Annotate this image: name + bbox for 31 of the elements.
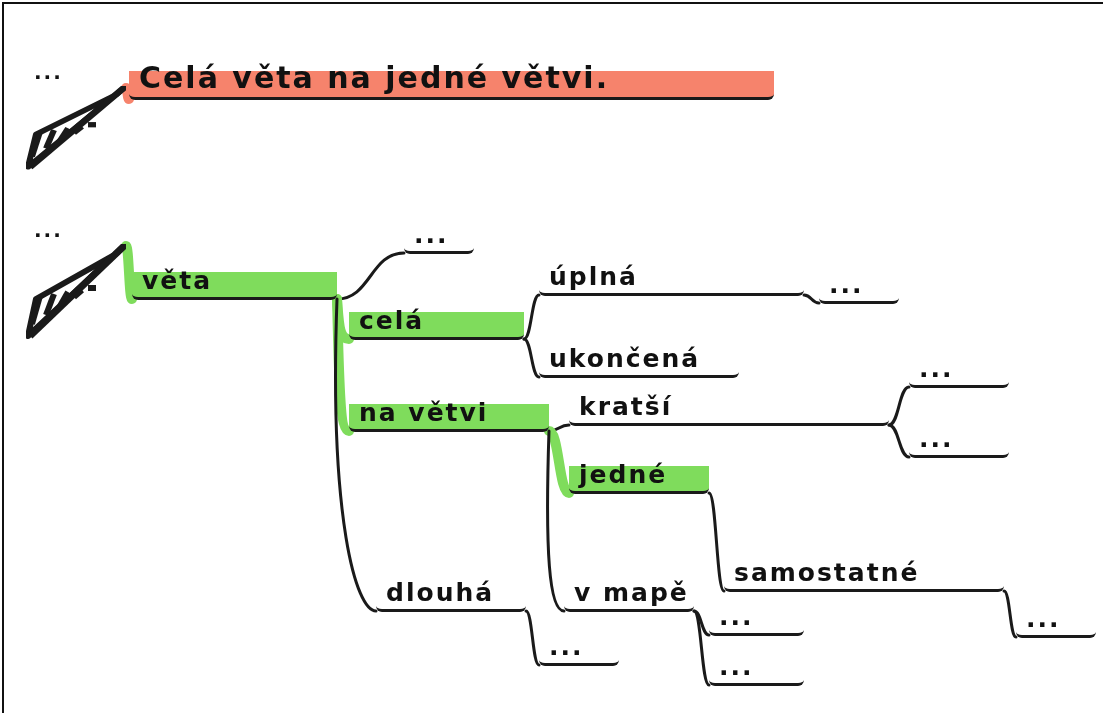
branch-label: ... [539,630,619,666]
branch-line [522,337,541,379]
branch-line [707,491,726,593]
branch-line [546,429,566,613]
branch-label: kratší [569,384,889,426]
branch-label: ukončená [539,336,739,378]
branch-line [121,241,137,304]
branch-line [802,293,821,305]
branch-label: ... [909,352,1009,388]
branch-line [887,423,911,459]
branch-label: v mapě [564,570,694,612]
branch-line [332,294,354,436]
branch-line [1002,589,1018,639]
branch-line [524,609,541,667]
branch-label: ... [709,600,804,636]
branch-label: samostatné [724,550,1004,592]
branch-label: ... [819,266,899,304]
branch-label: ... [1016,602,1096,638]
ellipsis-text: ... [34,218,63,242]
branch-label: dlouhá [376,570,526,612]
ellipsis-text: ... [34,60,63,84]
branch-line [692,609,711,687]
branch-line [887,385,911,427]
branch-label: úplná [539,254,804,296]
branch-label: ... [404,218,474,254]
branch-label: ... [909,422,1009,458]
branch-line [544,426,574,498]
branch-line [121,83,134,104]
branch-line [334,297,378,613]
branch-label: ... [709,650,804,686]
branch-line [522,293,541,341]
